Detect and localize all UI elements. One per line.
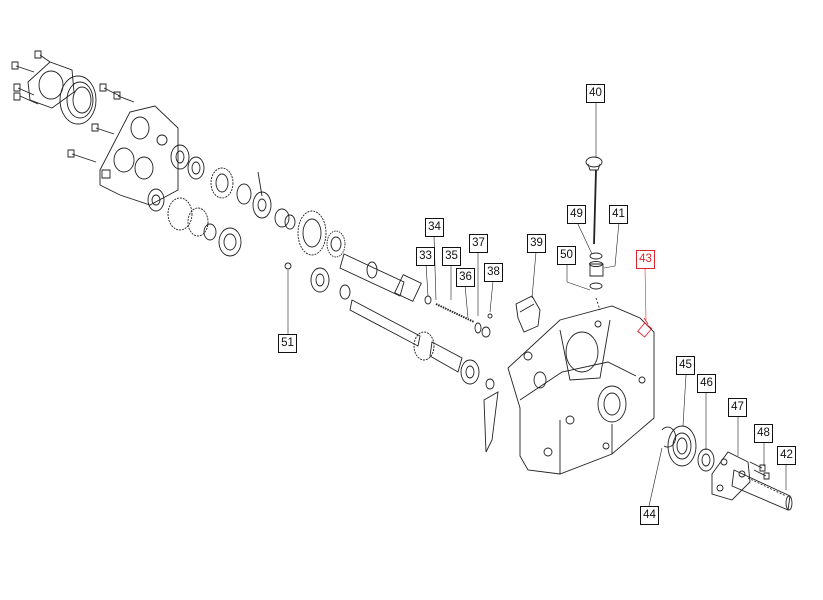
- bolt: [12, 62, 34, 72]
- dowel: [102, 170, 110, 178]
- gear-cluster-lower: [148, 189, 241, 256]
- callout-50[interactable]: 50: [557, 246, 576, 265]
- callout-34[interactable]: 34: [425, 218, 444, 237]
- large-gear: [298, 211, 345, 257]
- output-shaft: [732, 470, 790, 510]
- callout-44[interactable]: 44: [640, 506, 659, 525]
- gasket: [60, 76, 96, 124]
- callout-33[interactable]: 33: [416, 247, 435, 266]
- callout-38[interactable]: 38: [484, 263, 503, 282]
- bracket: [516, 296, 540, 332]
- shaft-coupler: [395, 275, 422, 302]
- seal: [311, 268, 329, 292]
- snap-ring: [275, 209, 289, 227]
- callout-41[interactable]: 41: [609, 205, 628, 224]
- threaded-rod: [436, 304, 474, 322]
- cover-plate-assembly: [12, 51, 134, 162]
- callout-45[interactable]: 45: [676, 356, 695, 375]
- o-ring-lower: [590, 283, 602, 289]
- flange-bolt: [750, 462, 765, 471]
- gear-cluster-upper: [171, 145, 295, 229]
- small-pin: [285, 263, 291, 269]
- callout-37[interactable]: 37: [469, 234, 488, 253]
- washer: [475, 323, 481, 333]
- bolt: [114, 92, 134, 102]
- bolt: [14, 84, 34, 95]
- flange-bolt: [754, 470, 769, 479]
- dipstick-rod: [594, 170, 596, 244]
- leader-lines: [288, 102, 786, 506]
- shaft-pin: [258, 172, 262, 196]
- upper-shaft: [340, 254, 492, 337]
- front-housing: [100, 106, 178, 205]
- filler-bushing: [590, 264, 603, 276]
- cover-plate: [28, 62, 74, 108]
- bolt: [35, 51, 50, 62]
- callout-47[interactable]: 47: [728, 398, 747, 417]
- bolt: [92, 124, 114, 134]
- o-ring-upper: [590, 253, 602, 259]
- callout-39[interactable]: 39: [527, 234, 546, 253]
- callout-40[interactable]: 40: [586, 84, 605, 103]
- callout-36[interactable]: 36: [456, 268, 475, 287]
- callout-43-highlighted[interactable]: 43: [636, 250, 655, 269]
- bearing: [668, 426, 696, 466]
- callout-46[interactable]: 46: [697, 374, 716, 393]
- gearbox-case: [508, 306, 654, 474]
- bolt: [100, 84, 120, 96]
- bolt: [68, 150, 96, 162]
- dipstick-assembly: [586, 157, 603, 310]
- cover-plate-hole: [39, 71, 63, 99]
- shift-fork: [484, 392, 498, 452]
- bolt: [14, 93, 38, 104]
- oil-seal: [698, 449, 714, 471]
- lower-shaft: [285, 263, 498, 452]
- dipstick-cap: [586, 157, 602, 167]
- callout-49[interactable]: 49: [567, 205, 586, 224]
- callout-35[interactable]: 35: [442, 247, 461, 266]
- breather-valve: [638, 318, 652, 337]
- callout-42[interactable]: 42: [777, 446, 796, 465]
- spacer: [425, 296, 431, 304]
- callout-51[interactable]: 51: [278, 334, 297, 353]
- output-flange: [712, 452, 750, 500]
- output-assembly: [662, 426, 792, 510]
- callout-48[interactable]: 48: [754, 424, 773, 443]
